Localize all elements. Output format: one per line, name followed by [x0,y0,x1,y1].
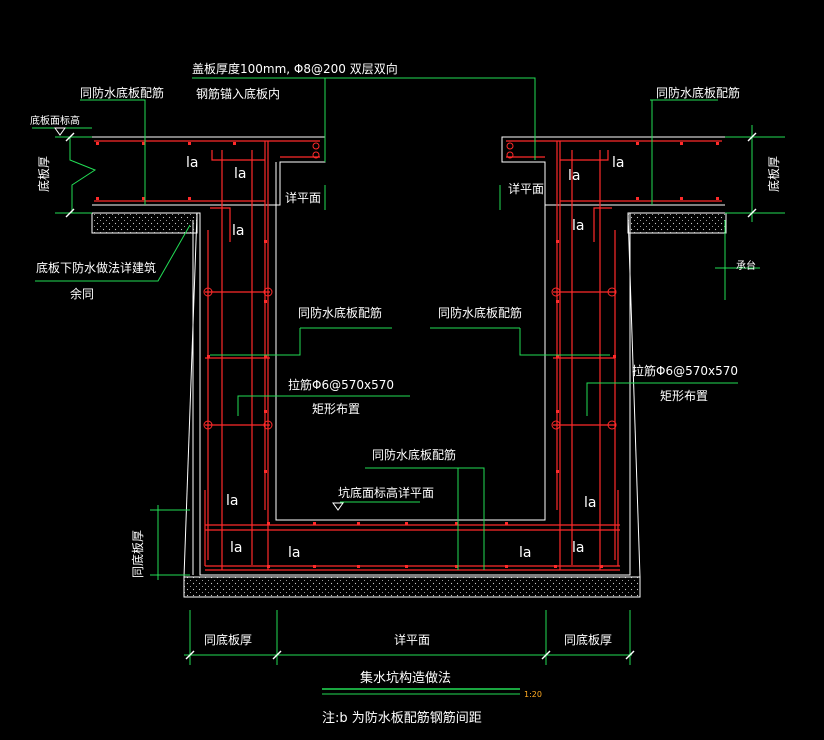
anchor-la: la [572,218,584,234]
anchor-la: la [230,540,242,556]
dim-left-label: 同底板厚 [204,632,252,647]
tie-hooks [203,142,617,430]
anchor-la: la [186,155,198,171]
same-rebar-bottom: 同防水底板配筋 [372,447,456,462]
elevation-marker-top [54,127,66,136]
same-rebar-top-left: 同防水底板配筋 [80,85,164,100]
tie-bar-left-2: 矩形布置 [312,402,360,416]
slab-top-elevation: 底板面标高 [30,114,80,127]
anchor-la: la [568,168,580,184]
anchor-la: la [232,223,244,239]
tie-bar-right-2: 矩形布置 [660,389,708,403]
same-slab-thickness-side: 同底板厚 [130,530,145,578]
anchor-la: la [234,166,246,182]
tie-bar-right-1: 拉筋Φ6@570x570 [632,363,738,378]
bearing-label: 承台 [736,259,756,272]
cover-slab-note-1: 盖板厚度100mm, Φ8@200 双层双向 [192,61,398,76]
same-rebar-mid-left: 同防水底板配筋 [298,305,382,320]
blinding-bottom [183,576,641,598]
anchor-la: la [584,495,596,511]
anchor-la: la [572,540,584,556]
same-rebar-top-right: 同防水底板配筋 [656,85,740,100]
cover-slab-note-2: 钢筋锚入底板内 [196,86,280,101]
detail-plan-right: 详平面 [508,181,544,196]
waterproof-note-1: 底板下防水做法详建筑 [36,260,156,275]
rebar-dots [96,142,719,568]
dim-ticks [65,132,757,660]
slab-thickness-left: 底板厚 [36,156,51,192]
blinding-left [91,212,198,234]
concrete-outline [92,136,725,598]
same-rebar-mid-right: 同防水底板配筋 [438,305,522,320]
dim-middle-label: 详平面 [394,632,430,647]
tie-bar-left-1: 拉筋Φ6@570x570 [288,377,394,392]
waterproof-note-2: 余同 [70,286,94,301]
anchor-la: la [519,545,531,561]
dim-right-label: 同底板厚 [564,632,612,647]
slab-thickness-right: 底板厚 [766,156,781,192]
drawing-scale: 1:20 [524,690,542,699]
anchor-la: la [226,493,238,509]
blinding-slope-right [627,212,641,578]
drawing-note: 注:b 为防水板配筋钢筋间距 [322,710,482,726]
anchor-la: la [612,155,624,171]
detail-plan-left: 详平面 [285,190,321,205]
pit-bottom-elevation: 坑底面标高详平面 [338,485,434,500]
blinding-right [627,212,727,234]
drawing-title: 集水坑构造做法 [360,670,451,686]
elevation-marker-pit [332,502,344,511]
anchor-la: la [288,545,300,561]
blinding-slope-left [183,212,198,578]
